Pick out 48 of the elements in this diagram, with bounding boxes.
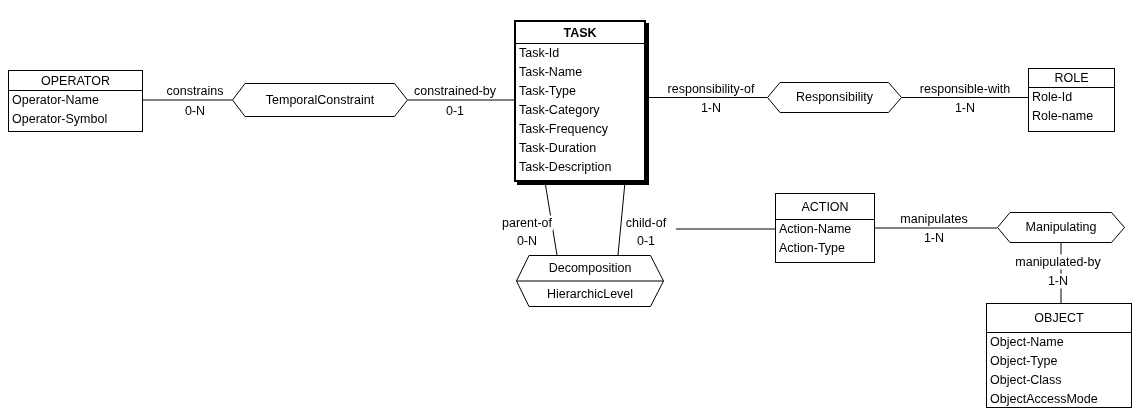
attribute-name: Task-Description: [518, 159, 613, 176]
relationship-name: Manipulating: [1024, 219, 1098, 236]
entity-name: OPERATOR: [41, 73, 110, 88]
relationship-name: TemporalConstraint: [264, 92, 376, 109]
entity-box: [775, 193, 875, 263]
entity-box: [986, 303, 1132, 408]
cardinality-label: 1-N: [1046, 273, 1070, 289]
entity-box: [8, 70, 143, 132]
entity-name: ACTION: [801, 199, 849, 214]
attribute-name: ObjectAccessMode: [989, 391, 1099, 408]
entity-name: OBJECT: [1034, 311, 1084, 325]
attribute-name: Task-Name: [518, 64, 584, 81]
attribute-name: Task-Id: [518, 45, 561, 62]
role-label: manipulated-by: [1014, 254, 1102, 270]
connector-line: [142, 99, 233, 101]
attribute-name: Action-Type: [778, 240, 846, 257]
role-label: responsible-with: [918, 81, 1012, 97]
entity-box: [514, 20, 646, 182]
attribute-name: Role-name: [1031, 108, 1095, 125]
relationship-hexagon: [997, 212, 1125, 243]
relationship-attribute: HierarchicLevel: [545, 286, 635, 303]
attribute-name: Action-Name: [778, 221, 853, 238]
attribute-name: Task-Category: [518, 102, 601, 119]
attribute-name: Operator-Name: [11, 92, 100, 109]
attribute-name: Object-Class: [989, 372, 1063, 389]
attribute-name: Operator-Symbol: [11, 111, 109, 128]
connector-line: [874, 227, 998, 229]
attribute-name: Object-Type: [989, 353, 1059, 370]
relationship-hexagon: [232, 83, 408, 117]
entity-name: TASK: [563, 25, 597, 40]
connector-line: [675, 228, 776, 230]
attribute-name: Task-Duration: [518, 140, 598, 157]
role-label: manipulates: [899, 211, 969, 227]
relationship-hexagon: [767, 82, 902, 113]
entity-name: ROLE: [1054, 71, 1089, 85]
connector-line: [901, 97, 1029, 98]
attribute-name: Task-Type: [518, 83, 577, 100]
role-label: parent-of: [501, 215, 553, 231]
connector-line: [407, 99, 515, 101]
attribute-name: Role-Id: [1031, 89, 1074, 106]
relationship-hexagon: [516, 255, 664, 307]
attribute-name: Object-Name: [989, 334, 1065, 351]
role-label: responsibility-of: [666, 81, 756, 97]
entity-box: [1028, 68, 1115, 132]
role-label: constrained-by: [413, 83, 497, 99]
relationship-name: Responsibility: [794, 89, 875, 106]
relationship-name: Decomposition: [547, 260, 633, 277]
attribute-name: Task-Frequency: [518, 121, 609, 138]
